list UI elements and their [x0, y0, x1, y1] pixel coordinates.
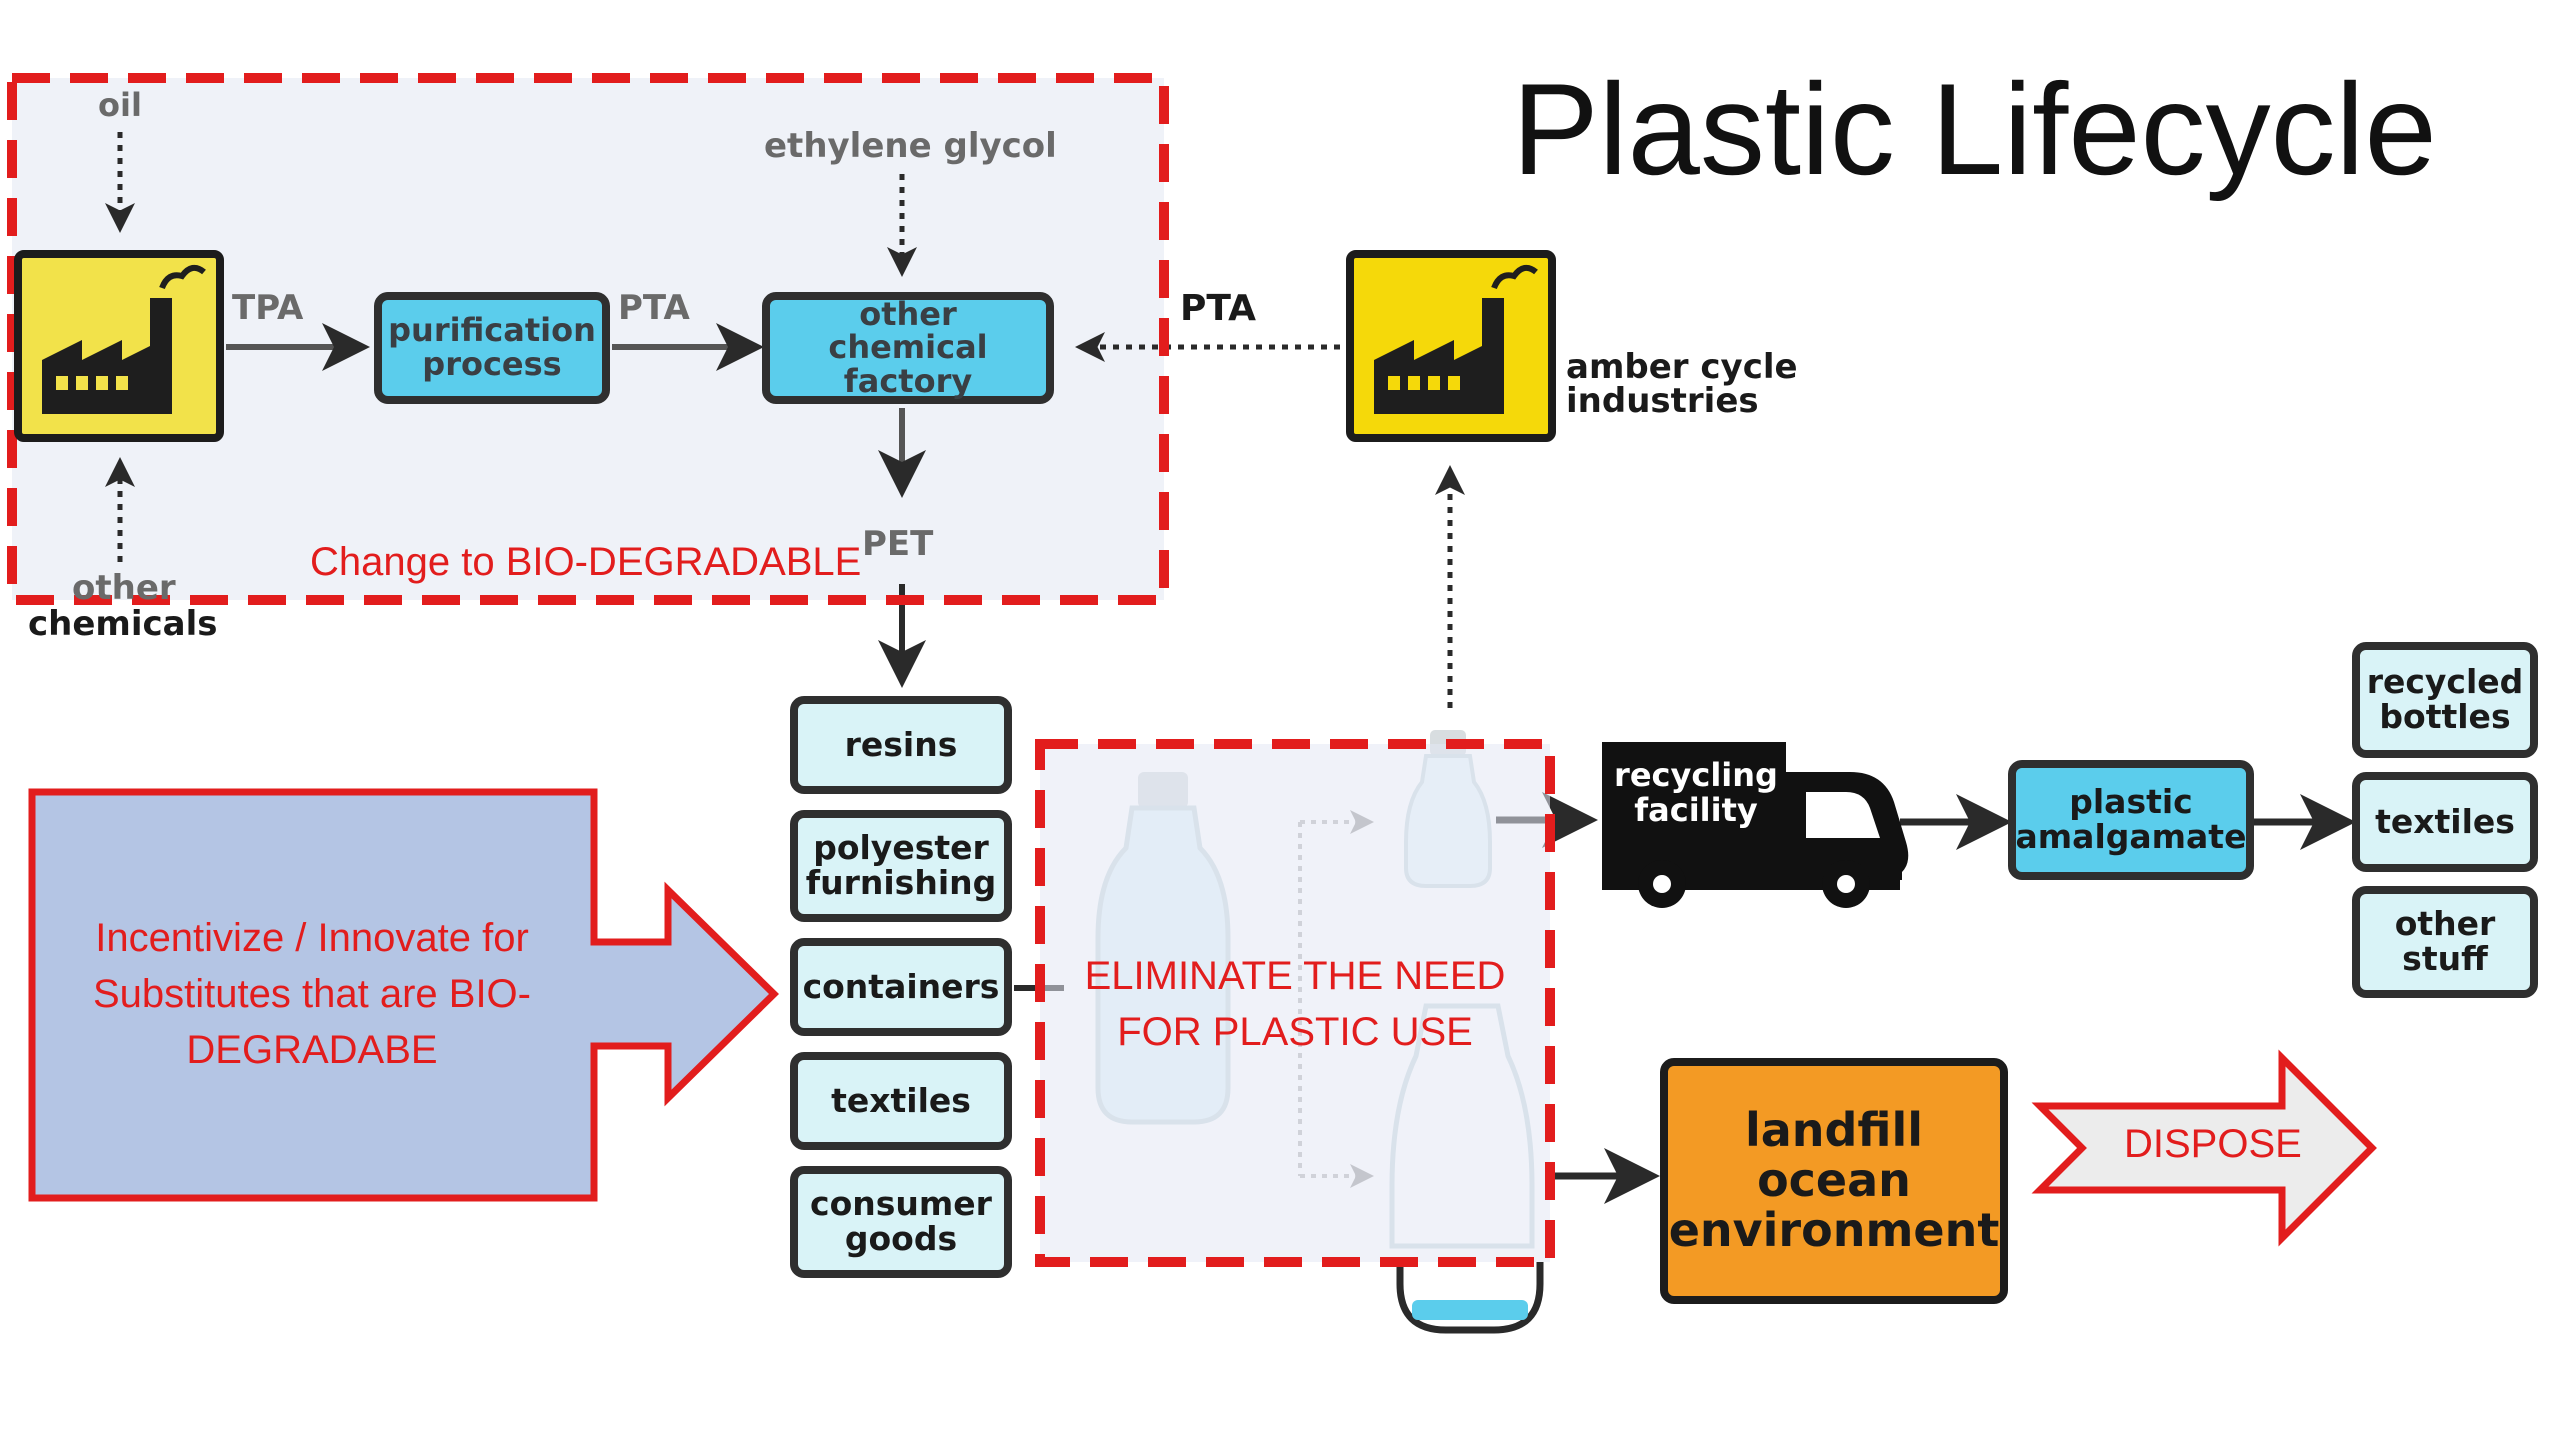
dispose-arrow-shape [2031, 1049, 2377, 1247]
pta-label-2: PTA [1180, 288, 1257, 329]
product-containers: containers [790, 938, 1012, 1036]
eliminate-annotation: ELIMINATE THE NEED FOR PLASTIC USE [1084, 954, 1506, 1054]
factory-icon [14, 250, 224, 442]
pet-label: PET [862, 524, 934, 564]
product-polyester-furnishing: polyester furnishing [790, 810, 1012, 922]
recycling-truck [1602, 742, 1909, 908]
incentivize-arrow-shape [28, 788, 779, 1202]
oil-label: oil [98, 86, 142, 124]
plastic-amalgamate-box: plastic amalgamate [2008, 760, 2254, 880]
other-chemical-factory-box: other chemical factory [762, 292, 1054, 404]
product-consumer-goods: consumer goods [790, 1166, 1012, 1278]
bottle-water [1412, 1300, 1528, 1320]
product-textiles: textiles [790, 1052, 1012, 1150]
output-recycled-bottles: recycled bottles [2352, 642, 2538, 758]
tpa-label: TPA [232, 288, 304, 328]
eliminate-dashed-box [1035, 739, 1555, 1267]
biodegradable-annotation: Change to BIO-DEGRADABLE [310, 540, 862, 584]
amber-factory-icon [1346, 250, 1556, 442]
recycling-facility-label: recycling facility [1614, 756, 1778, 829]
other-chemicals-label-line2: chemicals [28, 604, 218, 644]
product-resins: resins [790, 696, 1012, 794]
purification-process-box: purification process [374, 292, 610, 404]
output-textiles: textiles [2352, 772, 2538, 872]
incentivize-annotation: Incentivize / Innovate for Substitutes t… [93, 916, 531, 1072]
amber-cycle-label: amber cycle industries [1566, 347, 1798, 421]
page-title: Plastic Lifecycle [1512, 56, 2437, 202]
landfill-box: landfill ocean environment [1660, 1058, 2008, 1304]
biodegradable-dashed-box [7, 73, 1169, 605]
output-other-stuff: other stuff [2352, 886, 2538, 998]
pta-label-1: PTA [618, 288, 690, 328]
dispose-annotation: DISPOSE [2124, 1122, 2302, 1166]
other-chemicals-label-line1: other [72, 568, 176, 608]
ethylene-glycol-label: ethylene glycol [764, 126, 1057, 166]
